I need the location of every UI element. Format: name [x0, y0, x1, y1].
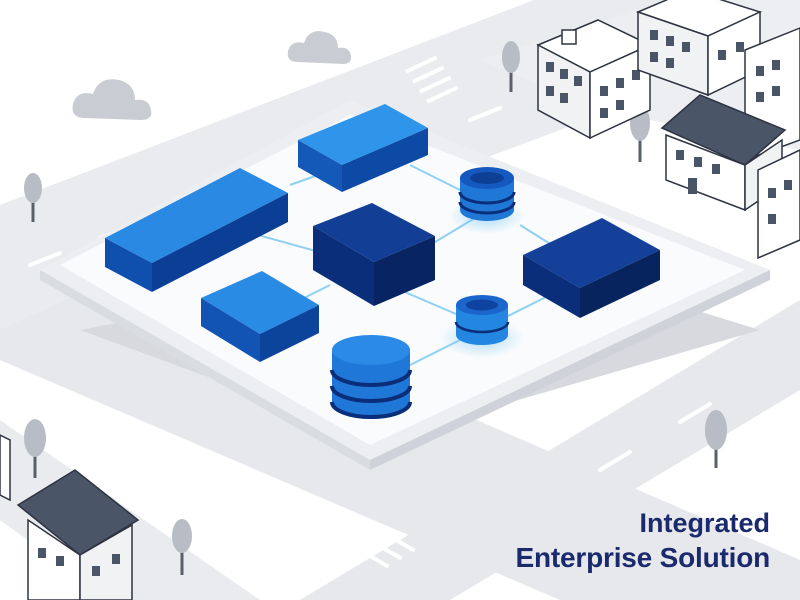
building-icon: [536, 19, 652, 140]
tree-icon: [24, 173, 42, 222]
caption: Integrated Enterprise Solution: [515, 506, 771, 576]
tree-icon: [24, 419, 46, 478]
database-icon: [330, 335, 412, 419]
building-icon: [635, 0, 763, 97]
building-icon: [757, 149, 800, 260]
building-icon: [0, 434, 11, 502]
database-icon: [454, 295, 510, 345]
tree-icon: [705, 410, 727, 468]
server-block-icon: [105, 168, 288, 292]
server-block-icon: [201, 271, 319, 362]
database-icon: [458, 167, 516, 221]
caption-line1: Integrated: [639, 508, 770, 538]
caption-line2: Enterprise Solution: [515, 542, 771, 573]
server-block-icon: [523, 218, 660, 318]
server-block-icon: [298, 104, 428, 192]
cloud-icon: [72, 31, 352, 120]
tree-icon: [172, 519, 192, 575]
house-icon: [16, 469, 140, 600]
tree-icon: [502, 41, 520, 92]
server-block-icon: [313, 203, 435, 306]
